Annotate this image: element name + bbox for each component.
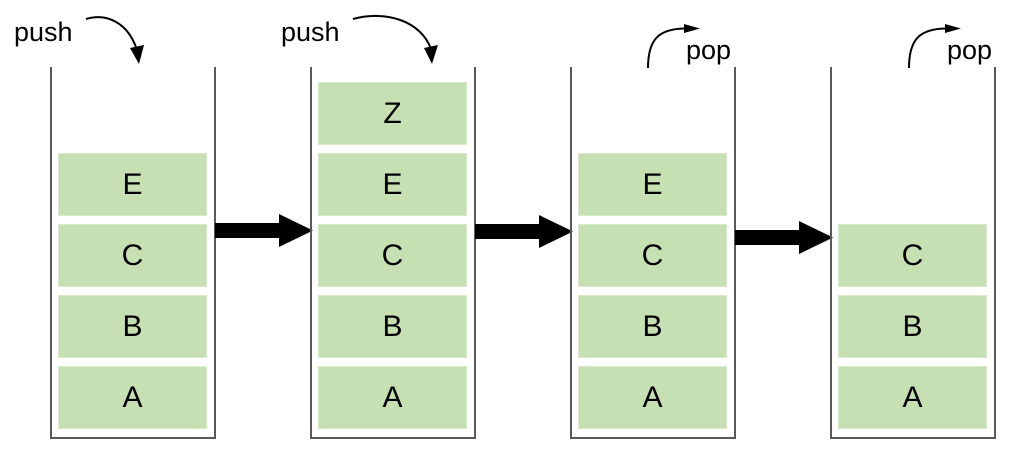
stack-item: B (838, 295, 987, 358)
flow-arrow-icon (475, 215, 573, 248)
push-label: push (281, 17, 340, 47)
flow-arrow-icon (735, 221, 833, 254)
stack-item: E (318, 153, 467, 216)
stack-item: A (578, 366, 727, 429)
stack-item: Z (318, 82, 467, 145)
stack-item: A (58, 366, 207, 429)
pop-arrow-icon (908, 24, 961, 69)
stack-item: B (58, 295, 207, 358)
stack-item: C (58, 224, 207, 287)
stack-item: B (318, 295, 467, 358)
pop-label: pop (947, 35, 993, 65)
stack-item: A (318, 366, 467, 429)
push-arrow-icon (85, 16, 144, 64)
stack-item: E (578, 153, 727, 216)
pop-label: pop (686, 35, 732, 65)
stack-item: A (838, 366, 987, 429)
push-label: push (14, 17, 73, 47)
stack-item: C (318, 224, 467, 287)
stack-item: E (58, 153, 207, 216)
push-arrow-icon (352, 15, 438, 64)
stack-item: C (838, 224, 987, 287)
stack-item: C (578, 224, 727, 287)
stack-item: B (578, 295, 727, 358)
pop-arrow-icon (647, 24, 700, 69)
flow-arrow-icon (215, 214, 313, 247)
